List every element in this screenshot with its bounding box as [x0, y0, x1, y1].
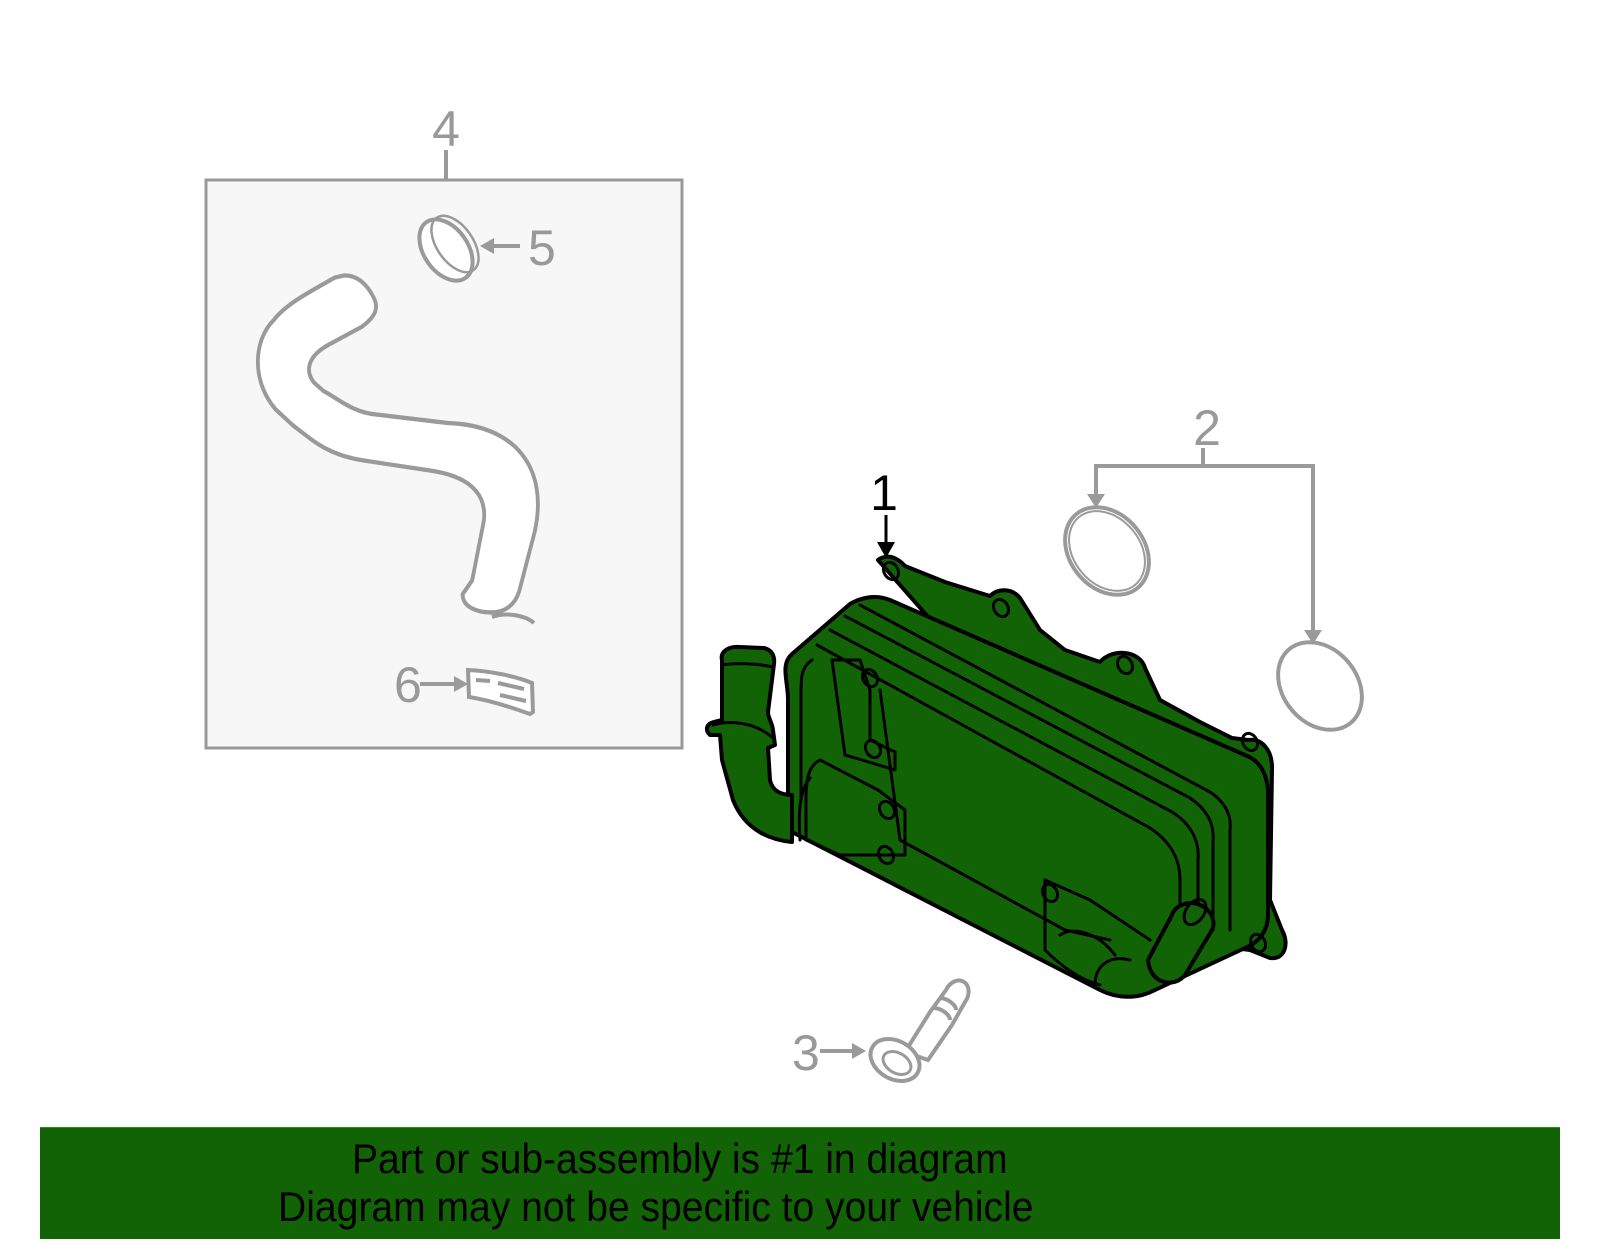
oil-cooler-icon[interactable]: [704, 554, 1288, 999]
callout-6[interactable]: 6: [394, 657, 422, 713]
callout-2[interactable]: 2: [1193, 400, 1221, 456]
callout-5[interactable]: 5: [528, 220, 556, 276]
callout-4[interactable]: 4: [432, 101, 460, 157]
hose-icon[interactable]: [256, 273, 540, 625]
banner-line-disclaimer: Diagram may not be specific to your vehi…: [278, 1183, 1034, 1230]
callout-1[interactable]: 1: [870, 465, 898, 521]
oil-cooler-group: 1: [704, 465, 1288, 999]
callout-3[interactable]: 3: [792, 1025, 820, 1081]
bolt-icon[interactable]: [863, 978, 971, 1089]
bolt-group: 3: [792, 978, 971, 1089]
clamp-icon[interactable]: [408, 207, 488, 290]
o-ring-icon[interactable]: [1048, 490, 1166, 611]
label-tag-icon[interactable]: [465, 667, 536, 717]
hose-assembly-group: 4 5 6: [204, 101, 684, 750]
info-banner: Part or sub-assembly is #1 in diagram Di…: [40, 1127, 1560, 1239]
o-ring-icon[interactable]: [1261, 625, 1379, 746]
banner-line-part-number: Part or sub-assembly is #1 in diagram: [352, 1135, 1008, 1182]
o-ring-group: 2: [1048, 400, 1379, 746]
